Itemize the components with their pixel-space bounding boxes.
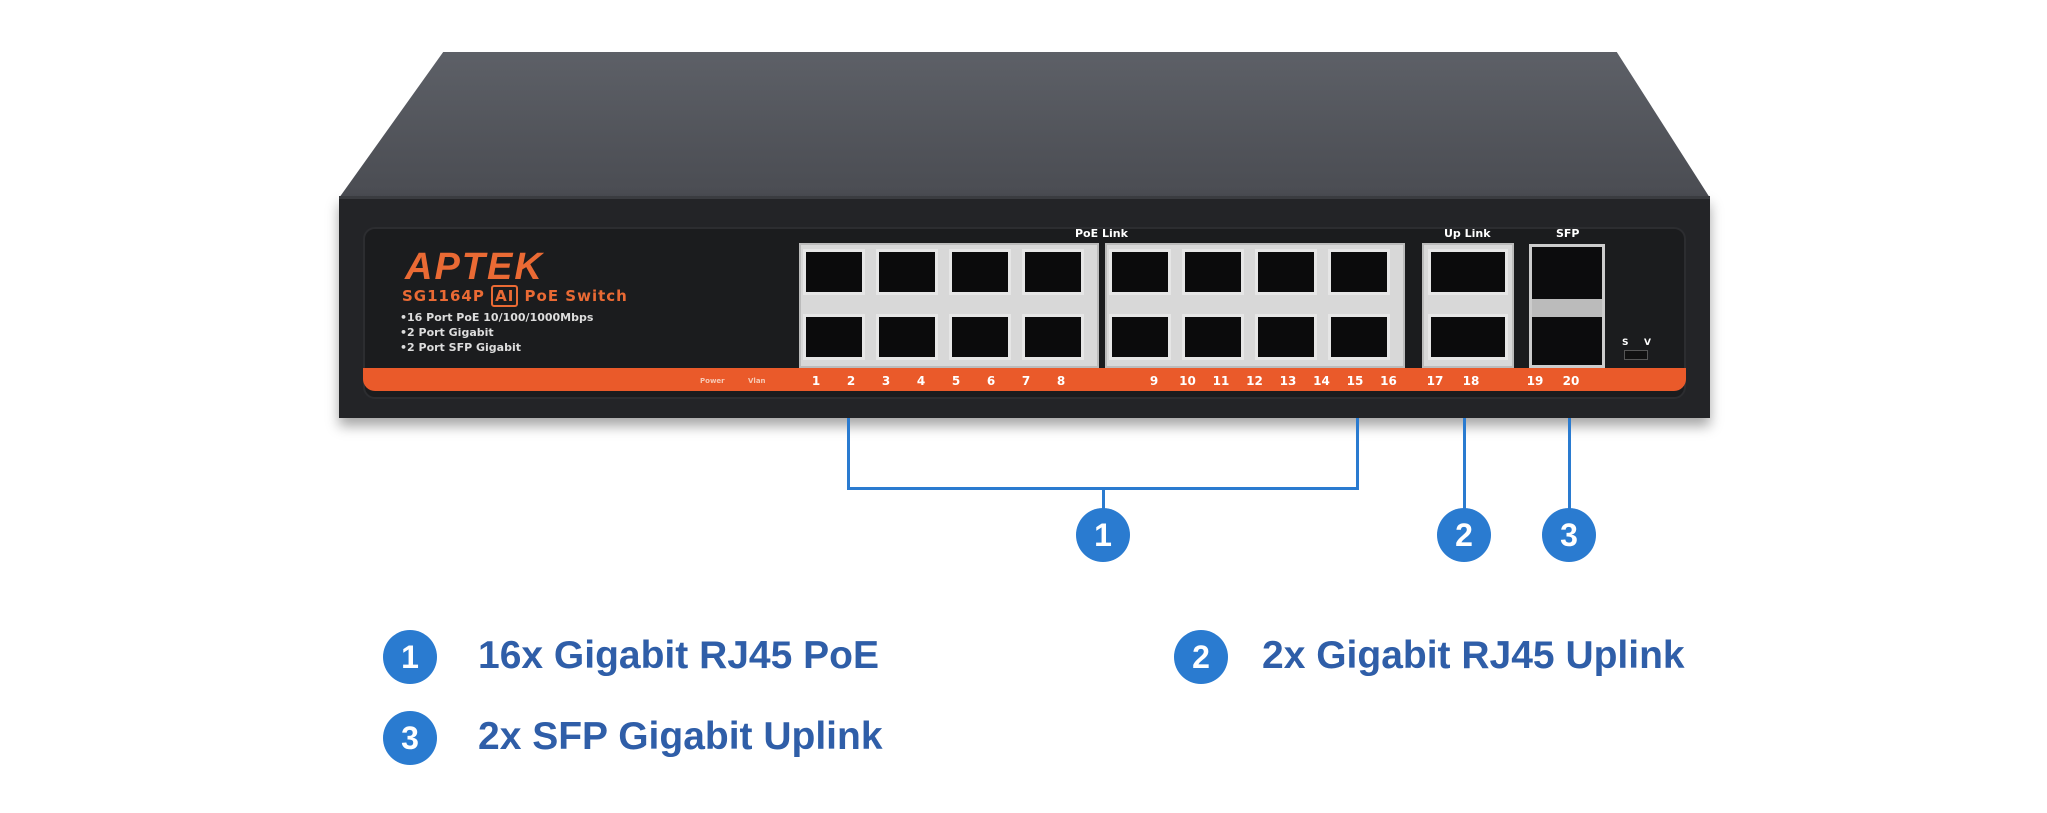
port-number-label: 5 — [951, 374, 961, 388]
power-led-label: Power — [700, 377, 725, 385]
callout-line — [1102, 487, 1105, 509]
port-number-label: 7 — [1021, 374, 1031, 388]
poe-port — [1109, 249, 1171, 295]
model-badge: AI — [491, 285, 519, 307]
poe-port — [876, 249, 938, 295]
feature-line: •2 Port SFP Gigabit — [400, 341, 521, 354]
port-number-label: 3 — [881, 374, 891, 388]
switch-v-label: V — [1644, 338, 1651, 348]
legend-text-3: 2x SFP Gigabit Uplink — [478, 715, 883, 758]
legend-text-1: 16x Gigabit RJ45 PoE — [478, 634, 879, 677]
callout-line — [1356, 418, 1359, 490]
callout-badge-3: 3 — [1542, 508, 1596, 562]
poe-port — [1255, 314, 1317, 360]
callout-line — [1463, 418, 1466, 510]
model-label: SG1164P AI PoE Switch — [402, 285, 628, 307]
port-number-label: 11 — [1212, 374, 1230, 388]
port-number-label: 15 — [1346, 374, 1364, 388]
sfp-label: SFP — [1556, 227, 1580, 240]
brand-logo: APTEK — [405, 246, 544, 288]
poe-port — [1022, 314, 1084, 360]
vlan-led-label: Vlan — [748, 377, 766, 385]
poe-port — [949, 249, 1011, 295]
model-suffix: PoE Switch — [524, 287, 628, 305]
port-number-label: 18 — [1462, 374, 1480, 388]
poe-port — [1109, 314, 1171, 360]
switch-s-label: S — [1622, 338, 1629, 348]
callout-badge-1: 1 — [1076, 508, 1130, 562]
uplink-label: Up Link — [1444, 227, 1491, 240]
switch-top-cover — [339, 52, 1710, 198]
port-number-label: 10 — [1179, 374, 1196, 388]
feature-line: •16 Port PoE 10/100/1000Mbps — [400, 311, 594, 324]
feature-line: •2 Port Gigabit — [400, 326, 494, 339]
port-number-label: 4 — [916, 374, 926, 388]
poe-port — [1328, 249, 1390, 295]
poe-port — [876, 314, 938, 360]
legend-badge-3: 3 — [383, 711, 437, 765]
poe-port — [1328, 314, 1390, 360]
port-number-label: 14 — [1313, 374, 1330, 388]
legend-badge-1: 1 — [383, 630, 437, 684]
orange-port-strip — [363, 368, 1686, 391]
port-number-label: 6 — [986, 374, 996, 388]
poe-port — [1022, 249, 1084, 295]
port-number-label: 9 — [1149, 374, 1159, 388]
poe-port — [803, 314, 865, 360]
port-number-label: 16 — [1380, 374, 1397, 388]
legend-badge-2: 2 — [1174, 630, 1228, 684]
port-number-label: 13 — [1279, 374, 1297, 388]
port-number-label: 19 — [1526, 374, 1544, 388]
poe-port — [1182, 249, 1244, 295]
poe-port — [1182, 314, 1244, 360]
uplink-port — [1428, 249, 1508, 295]
poe-link-label: PoE Link — [1075, 227, 1128, 240]
sfp-cage — [1529, 244, 1605, 368]
port-number-label: 20 — [1562, 374, 1580, 388]
uplink-port — [1428, 314, 1508, 360]
poe-port — [949, 314, 1011, 360]
model-number: SG1164P — [402, 287, 485, 305]
poe-port — [803, 249, 865, 295]
port-number-label: 2 — [846, 374, 856, 388]
callout-badge-2: 2 — [1437, 508, 1491, 562]
port-number-label: 12 — [1246, 374, 1263, 388]
callout-line — [1568, 418, 1571, 510]
legend-text-2: 2x Gigabit RJ45 Uplink — [1262, 634, 1685, 677]
poe-port — [1255, 249, 1317, 295]
port-number-label: 8 — [1056, 374, 1066, 388]
port-number-label: 17 — [1426, 374, 1444, 388]
mode-dip-switch[interactable] — [1624, 350, 1648, 360]
port-number-label: 1 — [811, 374, 821, 388]
callout-line — [847, 418, 850, 490]
